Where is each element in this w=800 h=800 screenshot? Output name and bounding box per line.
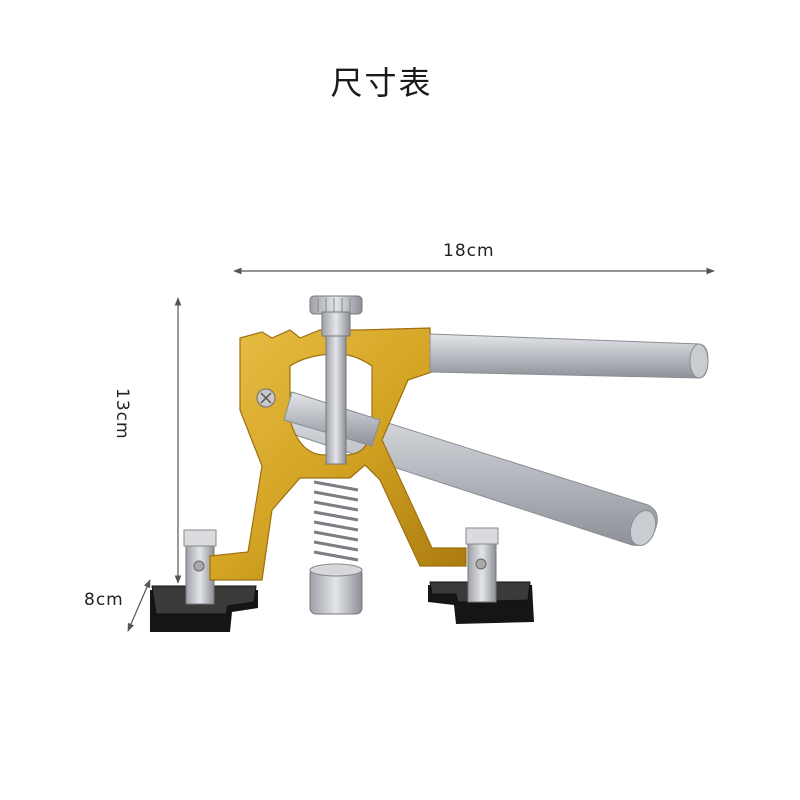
depth-dimension-label: 8cm (84, 590, 124, 610)
width-dimension-label: 18cm (443, 241, 495, 261)
pulling-cylinder (309, 563, 363, 615)
compression-spring (313, 480, 359, 562)
screw-rod (309, 295, 363, 465)
depth-dimension-line (127, 579, 151, 632)
upper-handle (429, 333, 709, 379)
left-foot-pad (150, 529, 258, 632)
right-foot-pad (428, 527, 534, 624)
page-title: 尺寸表 (330, 64, 433, 102)
